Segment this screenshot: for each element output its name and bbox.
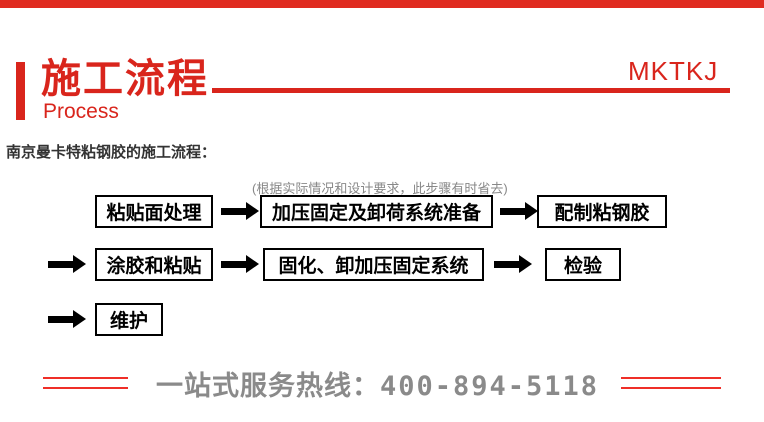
title-underline (212, 88, 730, 93)
hotline-number: 400-894-5118 (379, 370, 600, 402)
top-accent-bar (0, 0, 764, 8)
page-title: 施工流程 (41, 57, 209, 101)
arrow-right-icon (48, 255, 86, 273)
hotline-text: 一站式服务热线：400-894-5118 (156, 364, 599, 403)
flow-note: (根据实际情况和设计要求，此步骤有时省去) (252, 181, 508, 196)
page-subtitle: Process (43, 100, 119, 123)
flow-step-pressure-system-prep: 加压固定及卸荷系统准备 (260, 195, 493, 228)
flow-step-maintenance: 维护 (95, 303, 163, 336)
flow-step-inspection: 检验 (545, 248, 621, 281)
flow-step-prepare-adhesive: 配制粘钢胶 (537, 195, 667, 228)
hotline-footer: 一站式服务热线：400-894-5118 (0, 364, 764, 402)
brand-text: MKTKJ (628, 56, 719, 86)
flow-step-surface-treatment: 粘贴面处理 (95, 195, 213, 228)
arrow-right-icon (221, 202, 259, 220)
hotline-label: 一站式服务热线： (155, 370, 380, 401)
title-accent-bar (16, 62, 25, 120)
hotline-divider-right (621, 377, 722, 389)
arrow-right-icon (48, 310, 86, 328)
arrow-right-icon (494, 255, 532, 273)
flow-step-apply-glue: 涂胶和粘贴 (95, 248, 213, 281)
intro-text: 南京曼卡特粘钢胶的施工流程： (6, 144, 217, 161)
hotline-divider-left (42, 377, 128, 389)
arrow-right-icon (221, 255, 259, 273)
arrow-right-icon (500, 202, 538, 220)
flow-step-curing-unload: 固化、卸加压固定系统 (263, 248, 484, 281)
